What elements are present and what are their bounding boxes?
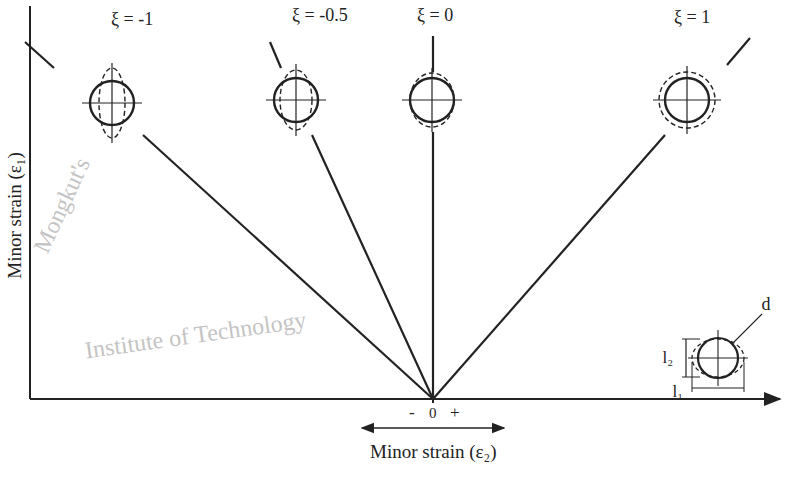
sign-label: + bbox=[450, 404, 460, 423]
strain-path-lines bbox=[25, 36, 750, 399]
strain-circles bbox=[82, 63, 721, 143]
watermark-text: Institute of Technology bbox=[83, 307, 308, 364]
ratio-label: ξ = -0.5 bbox=[292, 6, 348, 26]
ratio-label: ξ = 1 bbox=[674, 8, 710, 28]
measurement-inset bbox=[682, 314, 762, 392]
origin-label: 0 bbox=[429, 405, 437, 422]
dimension-label: d bbox=[762, 295, 771, 315]
ratio-label: ξ = -1 bbox=[111, 10, 153, 30]
sign-label: - bbox=[409, 404, 415, 423]
watermark-text: Mongkut's bbox=[28, 154, 95, 257]
dimension-label: l₂ bbox=[663, 349, 674, 368]
axis-title: Minor strain (ε₂) bbox=[370, 442, 496, 463]
sign-arrow bbox=[362, 427, 504, 429]
axes bbox=[30, 6, 780, 403]
axis-title: Minor strain (ε₁) bbox=[5, 152, 26, 278]
dimension-label: l₁ bbox=[673, 383, 684, 402]
ratio-label: ξ = 0 bbox=[417, 6, 453, 26]
